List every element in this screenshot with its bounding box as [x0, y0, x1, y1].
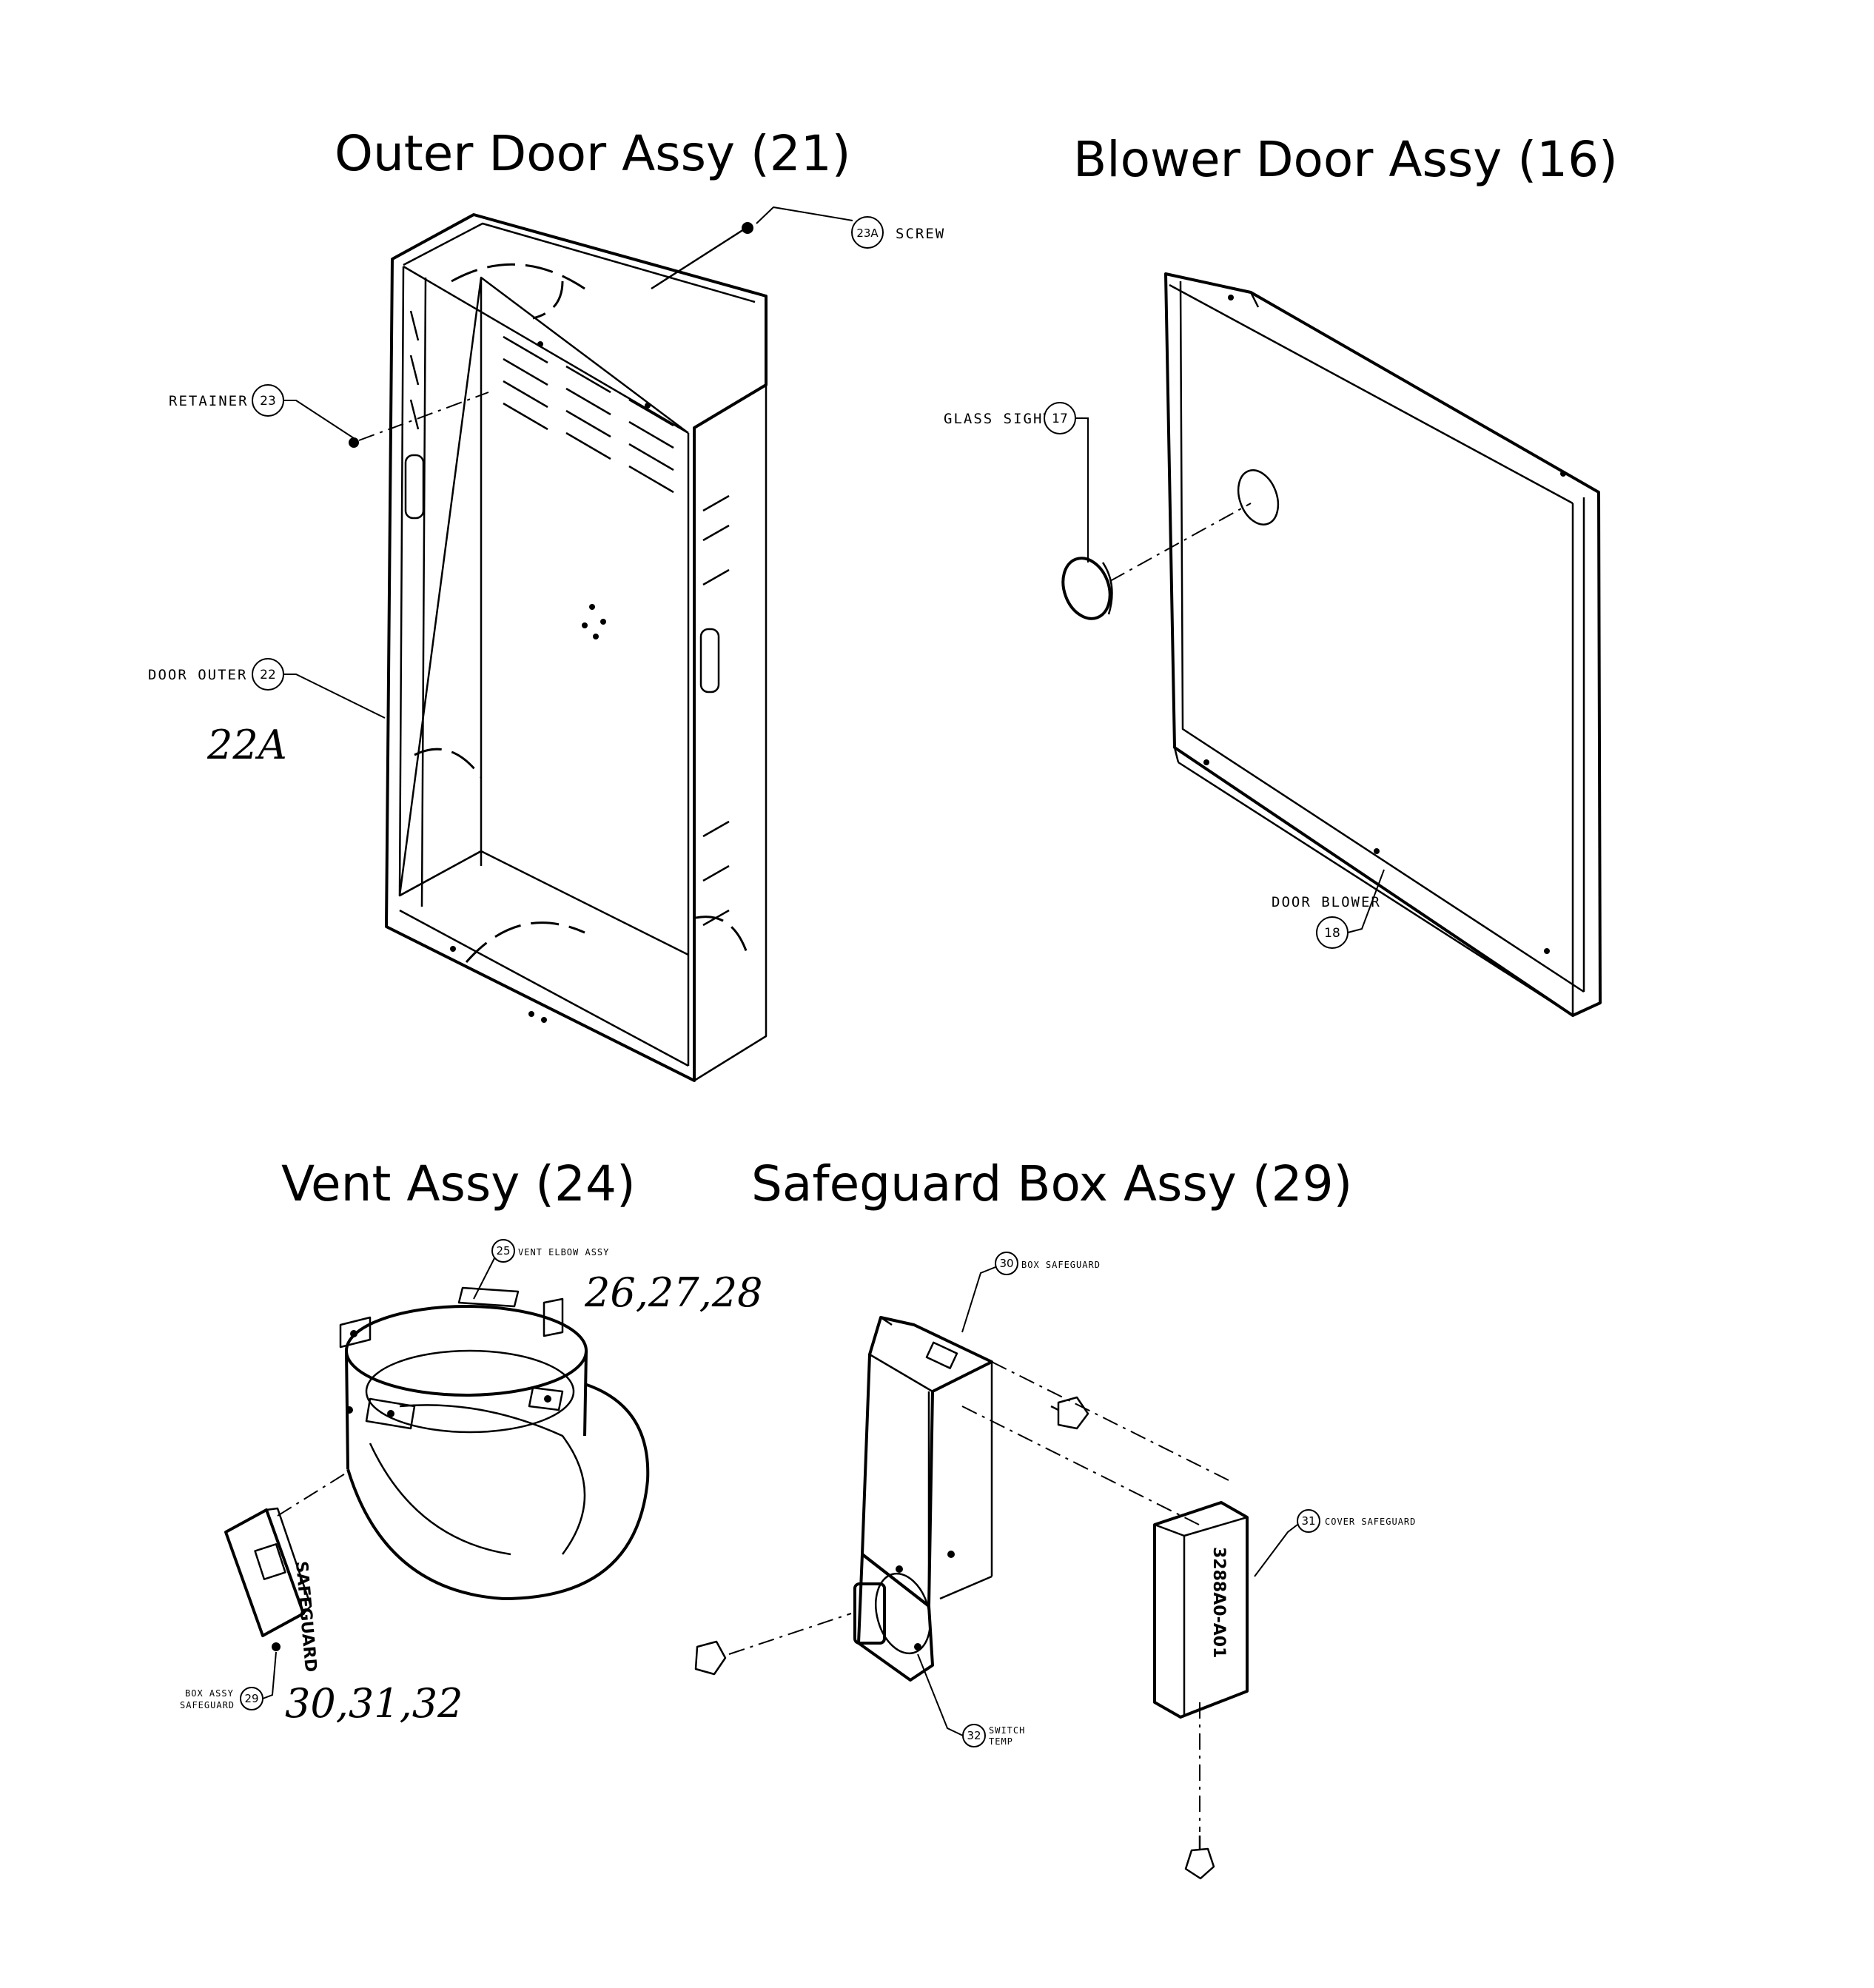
- door-outer-number: 22: [260, 668, 276, 682]
- screw-label: SCREW: [896, 226, 945, 242]
- safeguard-box-assembly: 3288A0-A01: [694, 1316, 1249, 1880]
- callout-glass-sight: GLASS SIGHT 17: [944, 402, 1089, 563]
- blower-door-assembly: [1061, 272, 1602, 1017]
- louvers: [503, 335, 674, 494]
- handwritten-22a: 22A: [206, 722, 287, 768]
- part-stamp: 3288A0-A01: [1209, 1547, 1228, 1658]
- callout-door-blower: DOOR BLOWER 18: [1272, 869, 1385, 949]
- switch-temp-label-1: SWITCH: [989, 1725, 1025, 1736]
- vent-elbow-label: VENT ELBOW ASSY: [518, 1247, 609, 1257]
- cover-safeguard-label: COVER SAFEGUARD: [1325, 1517, 1416, 1527]
- callout-switch-temp: 32 SWITCH TEMP: [917, 1653, 1025, 1747]
- retainer-label: RETAINER: [169, 393, 249, 409]
- door-blower-number: 18: [1324, 926, 1340, 941]
- callout-vent-elbow: 25 VENT ELBOW ASSY 26,27,28: [473, 1239, 762, 1316]
- retainer-number: 23: [260, 394, 276, 409]
- vent-assy-title: Vent Assy (24): [281, 1155, 636, 1212]
- outer-door-title: Outer Door Assy (21): [335, 125, 851, 182]
- vent-elbow-number: 25: [496, 1244, 510, 1257]
- box-safeguard-number: 30: [999, 1257, 1013, 1270]
- switch-temp-label-2: TEMP: [989, 1736, 1013, 1747]
- callout-screw: 23A SCREW: [756, 206, 945, 249]
- callout-door-outer: DOOR OUTER 22 22A: [148, 658, 386, 768]
- screw-number: 23A: [856, 226, 879, 240]
- handwritten-30-31-32: 30,31,32: [285, 1680, 463, 1727]
- box-assy-label-2: SAFEGUARD: [180, 1700, 235, 1710]
- cover-safeguard-number: 31: [1301, 1514, 1315, 1528]
- outer-door-assembly: [349, 213, 768, 1082]
- box-assy-label-1: BOX ASSY: [185, 1688, 234, 1699]
- screw-box: [1050, 1396, 1089, 1430]
- screw-cover: [1184, 1702, 1215, 1880]
- switch-temp-number: 32: [967, 1729, 981, 1742]
- vent-assembly: SAFEGUARD: [224, 1286, 650, 1673]
- callout-box-assy-safeguard: BOX ASSY SAFEGUARD 29 30,31,32: [180, 1651, 463, 1727]
- screw-switch: [694, 1613, 852, 1676]
- door-outer-label: DOOR OUTER: [148, 667, 247, 683]
- callout-box-safeguard: 30 BOX SAFEGUARD: [961, 1252, 1101, 1333]
- callout-cover-safeguard: 31 COVER SAFEGUARD: [1254, 1509, 1416, 1577]
- box-assy-number: 29: [244, 1692, 258, 1705]
- handwritten-26-27-28: 26,27,28: [584, 1269, 762, 1316]
- callout-retainer: RETAINER 23: [169, 384, 355, 439]
- blower-door-title: Blower Door Assy (16): [1073, 131, 1618, 188]
- box-safeguard-label: BOX SAFEGUARD: [1021, 1260, 1101, 1270]
- glass-sight-number: 17: [1052, 412, 1068, 426]
- glass-sight-label: GLASS SIGHT: [944, 411, 1053, 427]
- door-blower-label: DOOR BLOWER: [1272, 894, 1381, 910]
- safeguard-box-title: Safeguard Box Assy (29): [751, 1155, 1352, 1212]
